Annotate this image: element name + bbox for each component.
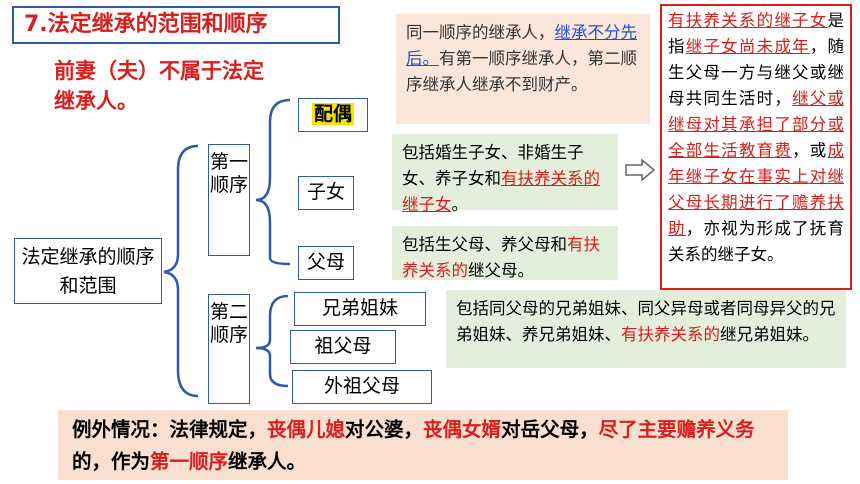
spouse-label: 配偶: [311, 103, 354, 125]
root-bracket: [163, 144, 199, 398]
same-order-note: 同一顺序的继承人，继承不分先后。有第一顺序继承人，第二顺序继承人继承不到财产。: [396, 14, 650, 124]
order1-node: 第一顺序: [208, 144, 250, 256]
root-node: 法定继承的顺序和范围: [14, 238, 162, 304]
child-description: 包括婚生子女、非婚生子女、养子女和有扶养关系的继子女。: [392, 134, 618, 214]
order1-bracket: [255, 98, 291, 266]
sibling-description: 包括同父母的兄弟姐妹、同父异母或者同母异父的兄弟姐妹、养兄弟姐妹、有扶养关系的继…: [446, 290, 846, 368]
ex-spouse-note: 前妻（夫）不属于法定继承人。: [54, 59, 264, 113]
child-node: 子女: [298, 176, 354, 210]
sibling-node: 兄弟姐妹: [294, 292, 426, 326]
order2-bracket: [255, 294, 289, 388]
grandparent-node: 祖父母: [290, 330, 396, 364]
parent-description: 包括生父母、养父母和有扶养关系的继父母。: [392, 226, 618, 280]
page-title: 7.法定继承的范围和顺序: [12, 6, 340, 44]
order2-node: 第二顺序: [208, 294, 250, 404]
stepchild-definition: 有扶养关系的继子女是指继子女尚未成年，随生父母一方与继父或继母共同生活时，继父或…: [660, 4, 852, 290]
arrow-icon: [625, 158, 656, 182]
parent-node: 父母: [298, 246, 354, 280]
maternal-grandparent-node: 外祖父母: [292, 370, 432, 404]
spouse-node: 配偶: [298, 98, 368, 132]
exception-note: 例外情况：法律规定，丧偶儿媳对公婆，丧偶女婿对岳父母，尽了主要赡养义务的，作为第…: [58, 410, 788, 480]
